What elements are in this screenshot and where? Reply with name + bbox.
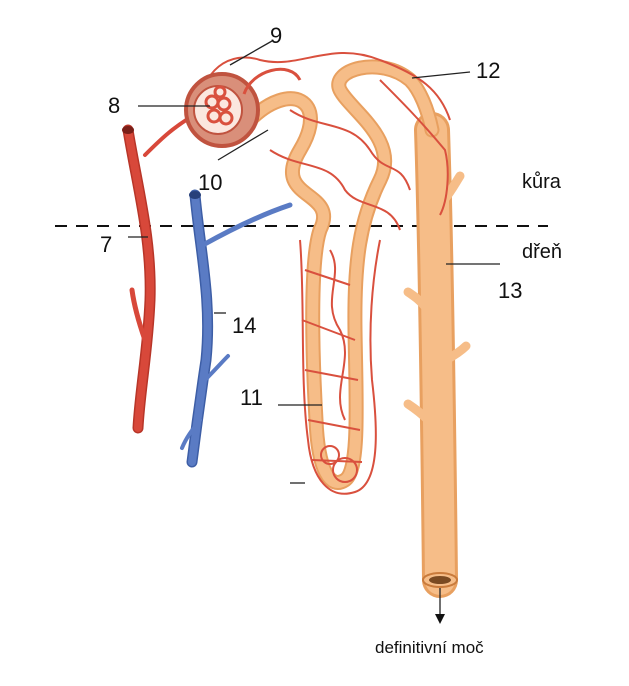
label-8: 8 <box>108 93 120 118</box>
leader-lines <box>128 40 500 624</box>
zone-medulla-label: dřeň <box>522 241 562 263</box>
label-7: 7 <box>100 232 112 257</box>
final-urine-caption: definitivní moč <box>375 638 484 657</box>
label-11: 11 <box>240 385 263 410</box>
capillary-network <box>199 51 451 495</box>
label-14: 14 <box>232 313 256 338</box>
vein <box>180 189 293 468</box>
collecting-duct <box>403 112 471 598</box>
glomerulus <box>204 85 234 126</box>
renal-corpuscle <box>184 67 302 148</box>
artery <box>122 110 202 434</box>
zone-cortex-label: kůra <box>522 171 562 193</box>
label-13: 13 <box>498 278 522 303</box>
arrow-head <box>435 614 445 624</box>
renal-tubule <box>242 59 440 490</box>
label-9: 9 <box>270 23 282 48</box>
label-10: 10 <box>198 170 222 195</box>
label-12: 12 <box>476 58 500 83</box>
